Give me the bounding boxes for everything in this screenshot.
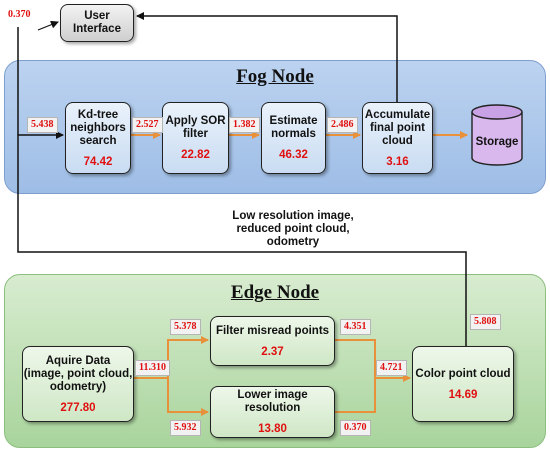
lower-out-tag: 0.370 xyxy=(340,420,371,436)
lower-label-2: resolution xyxy=(244,402,301,414)
acquire-out-tag: 11.310 xyxy=(135,360,170,376)
lower-out-line xyxy=(335,378,376,413)
lower-value: 13.80 xyxy=(258,423,287,435)
to-filter-tag: 5.378 xyxy=(170,319,201,335)
normals-box: Estimate normals 46.32 xyxy=(261,102,326,174)
filter-misread-box: Filter misread points 2.37 xyxy=(210,316,335,366)
sor-label-2: filter xyxy=(183,128,208,140)
sor-label-1: Apply SOR xyxy=(165,115,226,127)
acquire-value: 277.80 xyxy=(60,401,96,414)
ui-input-tag: 0.370 xyxy=(8,9,31,20)
accumulate-label-2: final point xyxy=(370,121,425,134)
color-label: Color point cloud xyxy=(415,367,511,380)
acquire-label-3: odometry) xyxy=(49,380,107,393)
color-in-tag: 4.721 xyxy=(376,360,407,376)
normals-label-2: normals xyxy=(271,128,316,140)
transfer-caption-line-3: odometry xyxy=(266,236,320,248)
accumulate-box: Accumulate final point cloud 3.16 xyxy=(362,102,433,174)
color-point-cloud-box: Color point cloud 14.69 xyxy=(412,346,514,422)
kdtree-box: Kd-tree neighbors search 74.42 xyxy=(65,102,131,174)
accumulate-label-1: Accumulate xyxy=(364,108,431,121)
sor-value: 22.82 xyxy=(181,149,210,161)
normals-to-accumulate-tag: 2.486 xyxy=(327,117,358,133)
color-value: 14.69 xyxy=(448,388,478,401)
storage-cylinder xyxy=(471,104,523,166)
storage-label: Storage xyxy=(475,136,519,148)
to-lower-arrow xyxy=(167,378,209,416)
sor-to-normals-tag: 1.382 xyxy=(229,117,260,133)
accumulate-value: 3.16 xyxy=(386,155,409,168)
acquire-data-box: Aquire Data (image, point cloud, odometr… xyxy=(22,346,134,422)
filter-out-tag: 4.351 xyxy=(340,319,371,335)
accumulate-to-ui-arrow xyxy=(136,12,398,103)
filter-label: Filter misread points xyxy=(215,324,330,337)
user-interface-label-2: Interface xyxy=(73,23,121,35)
kdtree-label-2: neighbors xyxy=(70,121,126,134)
fog-input-tag: 5.438 xyxy=(27,117,58,133)
transfer-caption-line-2: reduced point cloud, xyxy=(236,223,350,235)
edge-node-title: Edge Node xyxy=(230,282,320,303)
lower-label-1: Lower image xyxy=(237,389,308,401)
filter-out-line xyxy=(335,339,376,378)
to-lower-tag: 5.932 xyxy=(170,420,201,436)
transfer-caption: Low resolution image, reduced point clou… xyxy=(203,210,383,249)
user-interface-box: User Interface xyxy=(60,4,134,42)
to-filter-arrow xyxy=(167,336,209,378)
color-out-tag: 5.808 xyxy=(470,314,501,330)
lower-resolution-box: Lower image resolution 13.80 xyxy=(210,386,335,438)
kdtree-value: 74.42 xyxy=(83,155,113,168)
user-interface-label-1: User xyxy=(84,10,110,22)
acquire-label-2: (image, point cloud, xyxy=(23,367,133,380)
transfer-caption-line-1: Low resolution image, xyxy=(232,210,354,222)
acquire-label-1: Aquire Data xyxy=(45,354,111,367)
filter-value: 2.37 xyxy=(261,345,284,358)
edge-to-fog-arrow xyxy=(17,131,467,346)
kd-to-sor-tag: 2.527 xyxy=(132,117,163,133)
kdtree-label-3: search xyxy=(79,134,117,147)
accumulate-label-3: cloud xyxy=(382,134,413,147)
fog-node-title: Fog Node xyxy=(236,66,314,87)
sor-filter-box: Apply SOR filter 22.82 xyxy=(162,102,229,174)
kdtree-label-1: Kd-tree xyxy=(77,108,119,121)
normals-value: 46.32 xyxy=(279,149,308,161)
ui-input-arrow xyxy=(37,20,59,31)
normals-label-1: Estimate xyxy=(269,115,318,127)
